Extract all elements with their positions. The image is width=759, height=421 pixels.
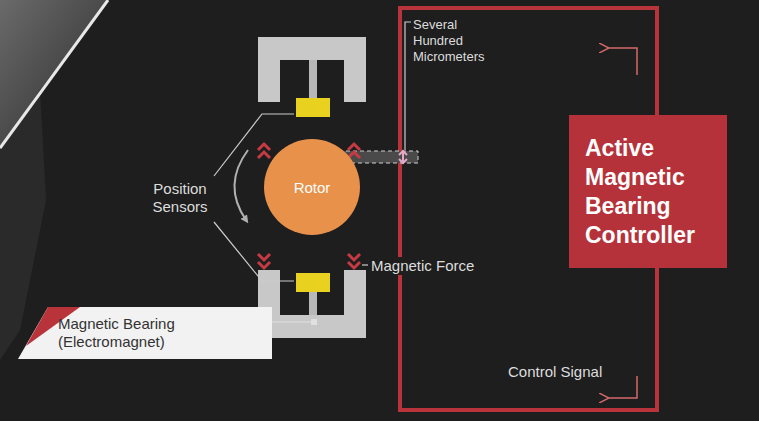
node-text: Rotor xyxy=(294,179,331,196)
position-sensor xyxy=(296,273,330,292)
controller-box: Active Magnetic Bearing Controller xyxy=(569,115,727,268)
loop-arrow xyxy=(607,48,637,75)
loop-arrow xyxy=(607,376,637,398)
electromagnet xyxy=(258,37,366,102)
sensor-mount xyxy=(309,60,317,98)
photo-edge xyxy=(0,0,108,148)
text-group: Rotor xyxy=(294,179,331,196)
sensor-mount xyxy=(309,292,317,315)
bearing-label-box: Magnetic Bearing (Electromagnet) xyxy=(18,307,272,359)
gap-arrow xyxy=(399,151,407,163)
photo-area xyxy=(0,0,108,150)
signal-label: Control Signal xyxy=(508,363,602,381)
dimension-label: Several Hundred Micrometers xyxy=(413,17,495,65)
text-group: Magnetic Bearing (Electromagnet) xyxy=(58,315,193,351)
position-sensor xyxy=(296,98,330,117)
node-text: Active Magnetic Bearing Controller xyxy=(585,134,711,250)
electromagnet xyxy=(258,270,366,338)
text-group: Active Magnetic Bearing Controller xyxy=(585,134,711,250)
leader-line xyxy=(405,22,411,150)
photo-shade xyxy=(0,90,46,360)
rotor-circle: Rotor xyxy=(264,139,360,235)
leader-line xyxy=(272,321,312,322)
leader-dot xyxy=(311,319,317,325)
node-text: Magnetic Bearing (Electromagnet) xyxy=(58,315,193,351)
leader-line xyxy=(214,222,294,281)
part-label: Magnetic Force xyxy=(368,257,477,275)
rotation-arrow xyxy=(234,150,248,220)
part-label: Position Sensors xyxy=(140,180,220,216)
